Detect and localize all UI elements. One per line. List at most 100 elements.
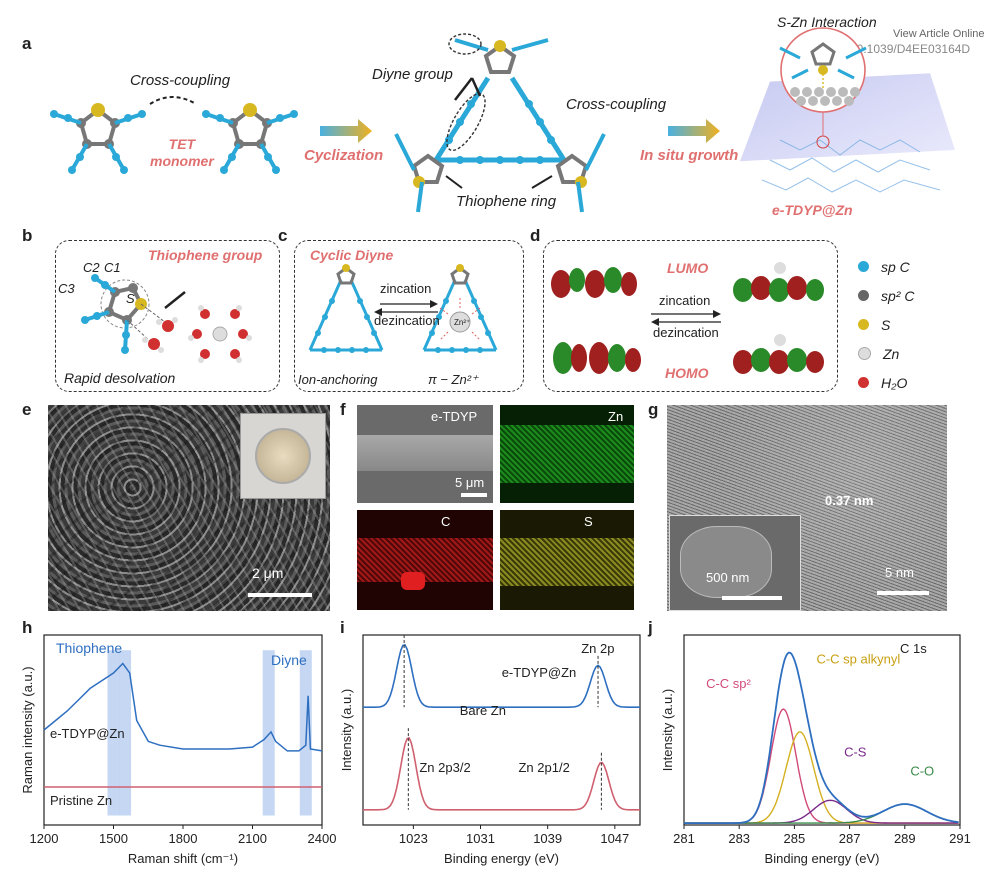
- ion-anchoring-label: Ion-anchoring: [298, 372, 378, 387]
- zn-label-f: Zn: [608, 409, 624, 424]
- scale-bar-e: [248, 593, 312, 597]
- x-axis-label: Binding energy (eV): [765, 851, 880, 866]
- series-line-1: [363, 737, 640, 811]
- x-axis-label: Raman shift (cm⁻¹): [128, 851, 238, 866]
- scale-bar-main: [877, 591, 929, 595]
- x-tick-label: 1500: [99, 831, 128, 846]
- dezincation-label-c: dezincation: [374, 313, 440, 328]
- s-dot-icon: [858, 319, 869, 330]
- scale-bar-inset: [722, 596, 782, 600]
- sem-crosssection-f: e-TDYP 5 μm: [357, 405, 493, 503]
- legend-item-sp-c: sp C: [858, 252, 914, 281]
- lattice-spacing-label: 0.37 nm: [825, 493, 874, 508]
- x-tick-label: 1023: [399, 831, 428, 846]
- x-tick-label: 1800: [169, 831, 198, 846]
- highlight-band: [119, 650, 132, 816]
- cross-coupling-mid-label: Cross-coupling: [566, 96, 667, 113]
- x-tick-label: 2100: [238, 831, 267, 846]
- annotation-zn-2p1-2: Zn 2p1/2: [518, 760, 569, 775]
- sz-interaction-label: S-Zn Interaction: [777, 14, 877, 30]
- panel-d-box: [543, 240, 838, 392]
- zincation-label-c: zincation: [380, 281, 432, 296]
- tet-monomer-right: [202, 103, 298, 174]
- series-label-etdyp-zn: e-TDYP@Zn: [502, 665, 577, 680]
- panel-label-f: f: [340, 400, 346, 419]
- label-cs: C-S: [844, 745, 867, 760]
- eds-s-map: S: [500, 510, 634, 610]
- c3-label: C3: [58, 281, 75, 296]
- chart-title-c1s: C 1s: [900, 641, 927, 656]
- h2o-icon: [858, 377, 869, 388]
- axes-frame: [362, 634, 641, 826]
- sz-interaction-sheet: [740, 27, 955, 193]
- sp2-c-dot-icon: [858, 290, 869, 301]
- dezincation-label-d: dezincation: [653, 325, 719, 340]
- component-peak-2: [684, 799, 959, 824]
- s-label: S: [126, 291, 135, 306]
- annotation-zn-2p3-2: Zn 2p3/2: [419, 760, 470, 775]
- panel-label-a: a: [22, 34, 32, 53]
- x-tick-label: 1200: [30, 831, 59, 846]
- series-label-etdyp-zn: e-TDYP@Zn: [50, 726, 125, 741]
- x-tick-label: 281: [673, 831, 695, 846]
- pi-zn-label: π − Zn²⁺: [428, 372, 478, 387]
- atom-legend: sp C sp² C S Zn H₂O: [858, 252, 914, 397]
- c1-label: C1: [104, 260, 121, 275]
- cyclization-arrow: [320, 119, 372, 143]
- highlight-band: [107, 650, 120, 816]
- diyne-group-label: Diyne group: [372, 66, 453, 83]
- orbital-diagram: [551, 262, 824, 374]
- series-line-0: [363, 643, 640, 708]
- annotation-diyne: Diyne: [271, 652, 307, 668]
- thiophene-group-diagram: [81, 274, 252, 363]
- c-label-f: C: [441, 514, 451, 529]
- scale-label-f: 5 μm: [455, 475, 485, 490]
- envelope-line: [684, 651, 959, 824]
- in-situ-growth-label: In situ growth: [640, 147, 739, 164]
- tet-monomer-label: TET monomer: [150, 136, 214, 169]
- homo-label: HOMO: [665, 365, 709, 381]
- panel-label-c: c: [278, 226, 288, 245]
- panel-label-g: g: [648, 400, 659, 419]
- etdyp-zn-label: e-TDYP@Zn: [772, 202, 853, 218]
- label-co: C-O: [910, 764, 934, 779]
- panel-label-j: j: [648, 618, 653, 637]
- view-article-link[interactable]: View Article Online: [893, 28, 985, 40]
- label-cc-sp: C-C sp alkynyl: [816, 652, 900, 667]
- tem-inset: 500 nm: [669, 515, 801, 611]
- s-label-f: S: [584, 514, 593, 529]
- panel-label-d: d: [530, 226, 541, 245]
- legend-item-sp2-c: sp² C: [858, 281, 914, 310]
- x-tick-label: 291: [949, 831, 971, 846]
- x-tick-label: 2400: [308, 831, 337, 846]
- highlight-band: [262, 650, 275, 816]
- x-axis-label: Binding energy (eV): [444, 851, 559, 866]
- annotation-zn-2p: Zn 2p: [581, 641, 614, 656]
- x-tick-label: 1039: [533, 831, 562, 846]
- series-line-0: [43, 662, 323, 752]
- legend-item-h2o: H₂O: [858, 368, 914, 397]
- panel-label-e: e: [22, 400, 32, 419]
- coin-photo-inset: [240, 413, 326, 499]
- panel-label-h: h: [22, 618, 33, 637]
- sem-image-e: 2 μm: [48, 405, 330, 611]
- scale-label-main: 5 nm: [885, 565, 914, 580]
- cyclization-label: Cyclization: [304, 147, 384, 164]
- zn2-ion-label: Zn²⁺: [454, 318, 471, 327]
- etdyp-label-f: e-TDYP: [431, 409, 478, 424]
- lumo-label: LUMO: [667, 260, 709, 276]
- label-cc-sp2: C-C sp²: [706, 676, 751, 691]
- cyclic-diyne-diagram: [308, 264, 498, 353]
- eds-zn-map: Zn: [500, 405, 634, 503]
- annotation-thiophene: Thiophene: [56, 640, 122, 656]
- panel-a-schematic: [50, 27, 955, 213]
- tem-image-g: 0.37 nm 500 nm 5 nm: [667, 405, 947, 611]
- cyclic-diyne-molecule: [394, 33, 606, 213]
- sp-c-dot-icon: [858, 261, 869, 272]
- zn-dot-icon: [858, 347, 871, 360]
- cross-coupling-left-label: Cross-coupling: [130, 72, 231, 89]
- x-tick-label: 289: [894, 831, 916, 846]
